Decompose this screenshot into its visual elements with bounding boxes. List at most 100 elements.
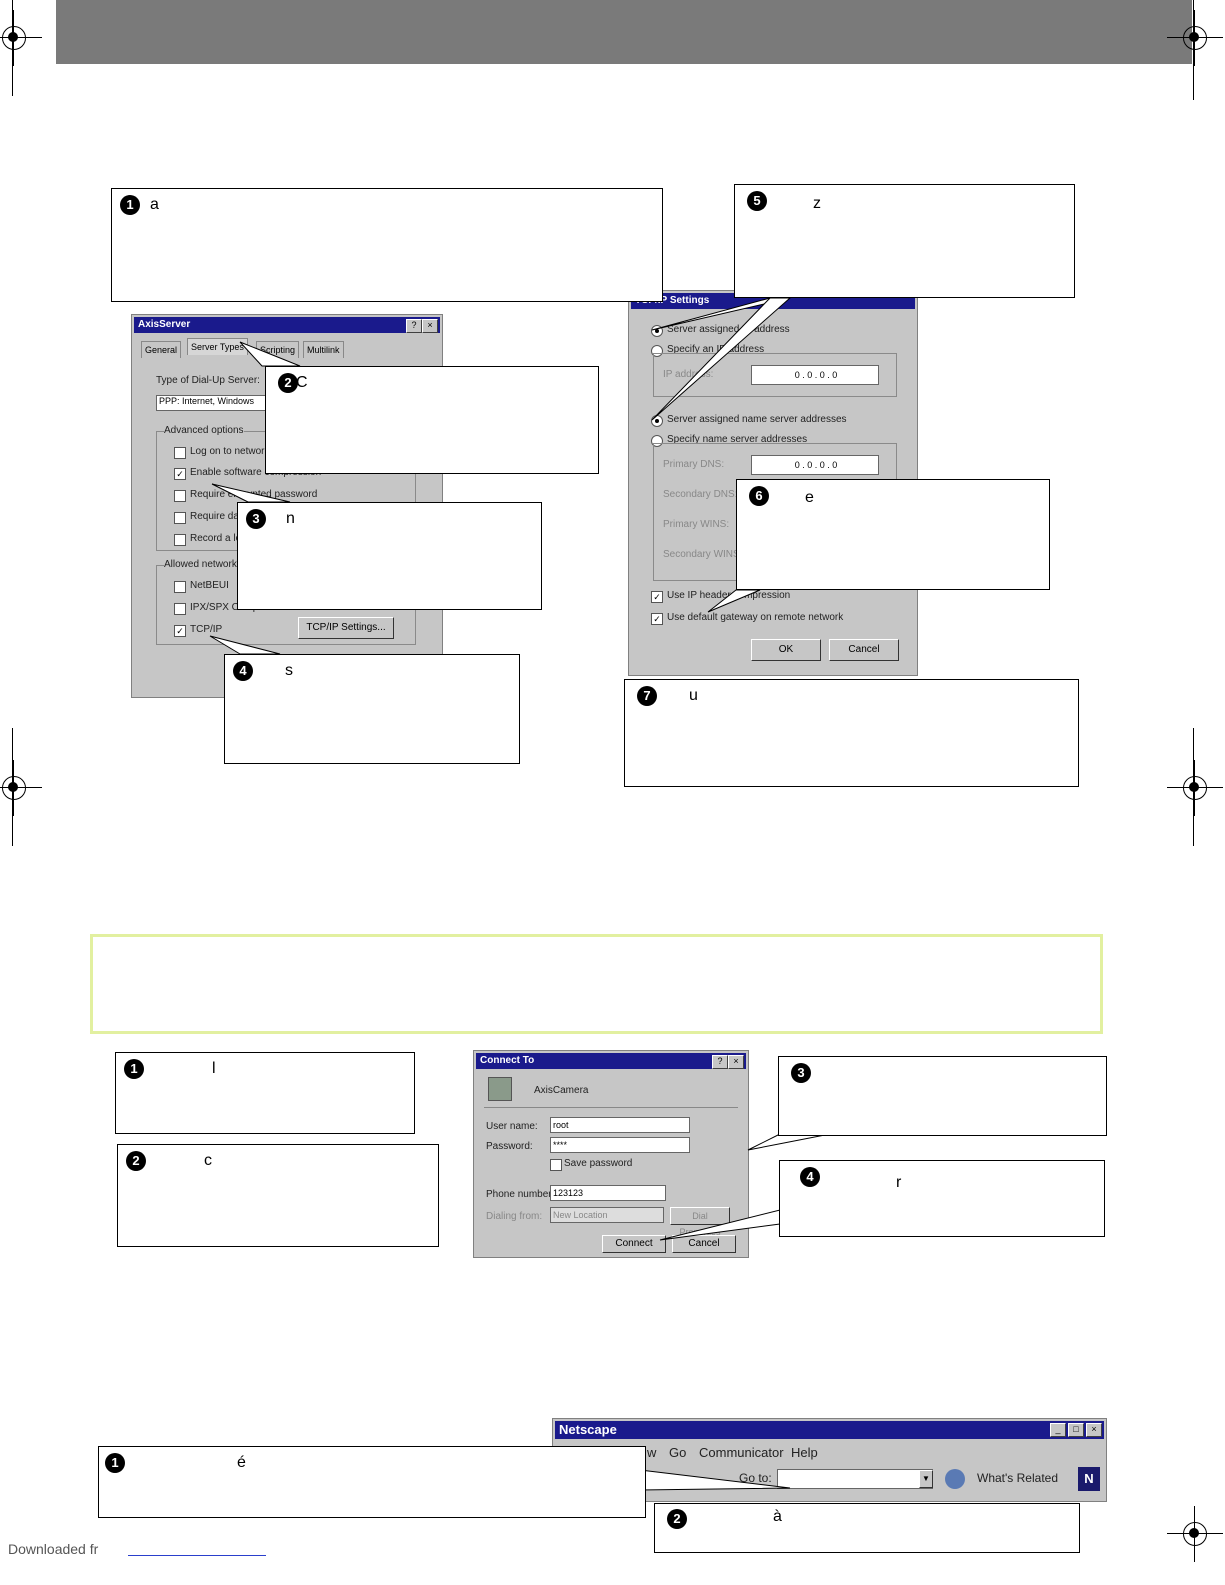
password-field[interactable]: **** — [550, 1137, 690, 1153]
dns-label: Secondary WINS: — [663, 549, 743, 560]
goto-label: Go to: — [739, 1471, 772, 1485]
tcpip-settings-button[interactable]: TCP/IP Settings... — [298, 617, 394, 639]
close-button[interactable]: × — [422, 319, 438, 333]
dialing-from-select[interactable]: New Location — [550, 1207, 664, 1223]
menu-go[interactable]: Go — [669, 1445, 687, 1460]
callout-number: 1 — [105, 1453, 125, 1473]
callout-5: 5 z — [734, 184, 1075, 298]
menu-communicator[interactable]: Communicator — [699, 1445, 784, 1460]
callout-text: é — [237, 1454, 246, 1471]
menu-help[interactable]: Help — [791, 1445, 818, 1460]
user-label: User name: — [486, 1121, 538, 1132]
minimize-button[interactable]: _ — [1050, 1423, 1066, 1437]
callout-number: 2 — [278, 373, 298, 393]
registration-mark-icon — [1167, 760, 1223, 816]
specify-ip-radio[interactable] — [651, 345, 663, 357]
phone-number-field[interactable]: 123123 — [550, 1185, 666, 1201]
callout-number: 7 — [637, 686, 657, 706]
callout-number: 1 — [120, 195, 140, 215]
callout-text: C — [296, 374, 308, 391]
callout-6: 6 e — [736, 479, 1050, 590]
callout-number: 2 — [667, 1509, 687, 1529]
crop-mark — [1193, 0, 1194, 100]
netbeui-checkbox[interactable] — [174, 581, 186, 593]
protocols-label: Allowed network protocols — [164, 559, 281, 570]
callout-m2: 2 c — [117, 1144, 439, 1247]
callout-number: 1 — [124, 1059, 144, 1079]
callout-text: z — [813, 195, 821, 212]
ipx-checkbox[interactable] — [174, 603, 186, 615]
window-title: Netscape — [555, 1421, 1104, 1439]
callout-number: 3 — [246, 509, 266, 529]
note-box — [90, 934, 1103, 1034]
registration-mark-icon — [0, 760, 42, 816]
primary-dns-field[interactable]: 0 . 0 . 0 . 0 — [751, 455, 879, 475]
footer-link[interactable] — [128, 1555, 266, 1556]
registration-mark-icon — [1167, 1506, 1223, 1562]
ip-group — [653, 353, 897, 397]
whats-related-link[interactable]: What's Related — [977, 1471, 1058, 1485]
help-button[interactable]: ? — [712, 1055, 728, 1069]
password-label: Password: — [486, 1141, 533, 1152]
callout-m4: 4 r — [779, 1160, 1105, 1237]
log-on-checkbox[interactable] — [174, 447, 186, 459]
pointer — [659, 1209, 781, 1241]
radio-label: Specify name server addresses — [667, 434, 808, 445]
specify-ns-radio[interactable] — [651, 435, 663, 447]
data-encryption-checkbox[interactable] — [174, 512, 186, 524]
callout-7: 7 u — [624, 679, 1079, 787]
crop-mark — [1193, 728, 1194, 846]
registration-mark-icon — [0, 10, 42, 66]
help-button[interactable]: ? — [406, 319, 422, 333]
cancel-button[interactable]: Cancel — [829, 639, 899, 661]
tcpip-checkbox[interactable]: ✓ — [174, 625, 186, 637]
callout-number: 3 — [791, 1063, 811, 1083]
connect-to-dialog: Connect To ? × AxisCamera User name: roo… — [473, 1050, 749, 1258]
radio-label: Specify an IP address — [667, 344, 765, 355]
log-file-checkbox[interactable] — [174, 534, 186, 546]
encrypted-password-checkbox[interactable] — [174, 490, 186, 502]
default-gateway-checkbox[interactable]: ✓ — [651, 613, 663, 625]
protocol-label: TCP/IP — [190, 624, 223, 635]
callout-m3: 3 — [778, 1056, 1107, 1136]
radio-label: Server assigned name server addresses — [667, 414, 847, 425]
pointer — [639, 1469, 791, 1491]
callout-3: 3 n — [237, 502, 542, 610]
callout-2: 2 C — [265, 366, 599, 474]
maximize-button[interactable]: □ — [1068, 1423, 1084, 1437]
callout-text: e — [805, 489, 814, 506]
callout-text: l — [212, 1060, 216, 1077]
footer-text: Downloaded fr — [8, 1541, 99, 1557]
callout-b1: 1 é — [98, 1446, 646, 1518]
phone-label: Phone number: — [486, 1189, 555, 1200]
chevron-down-icon[interactable]: ▼ — [919, 1470, 933, 1488]
dns-label: Primary DNS: — [663, 459, 725, 470]
connection-icon — [488, 1077, 512, 1101]
close-button[interactable]: × — [1086, 1423, 1102, 1437]
pointer — [211, 483, 291, 503]
connection-name: AxisCamera — [534, 1085, 589, 1096]
callout-m1: 1 l — [115, 1052, 415, 1134]
callout-text: à — [773, 1508, 782, 1525]
save-password-checkbox[interactable] — [550, 1159, 562, 1171]
save-password-label: Save password — [564, 1158, 633, 1169]
user-name-field[interactable]: root — [550, 1117, 690, 1133]
menu-view[interactable]: w — [647, 1445, 657, 1460]
close-button[interactable]: × — [728, 1055, 744, 1069]
cancel-button[interactable]: Cancel — [672, 1235, 736, 1253]
pointer — [239, 341, 301, 367]
dialog-title: AxisServer — [134, 317, 440, 333]
dns-label: Primary WINS: — [663, 519, 730, 530]
compression-checkbox[interactable]: ✓ — [174, 468, 186, 480]
ip-address-field[interactable]: 0 . 0 . 0 . 0 — [751, 365, 879, 385]
related-icon — [945, 1469, 965, 1489]
connect-button[interactable]: Connect — [602, 1235, 666, 1253]
protocol-label: NetBEUI — [190, 580, 229, 591]
tab-multilink[interactable]: Multilink — [303, 341, 344, 358]
tab-general[interactable]: General — [141, 341, 182, 358]
radio-label: Server assigned IP address — [667, 324, 790, 335]
ok-button[interactable]: OK — [751, 639, 821, 661]
netscape-window: Netscape _ □ × w Go Communicator Help Go… — [552, 1418, 1107, 1502]
callout-number: 2 — [126, 1151, 146, 1171]
ip-header-compression-checkbox[interactable]: ✓ — [651, 591, 663, 603]
